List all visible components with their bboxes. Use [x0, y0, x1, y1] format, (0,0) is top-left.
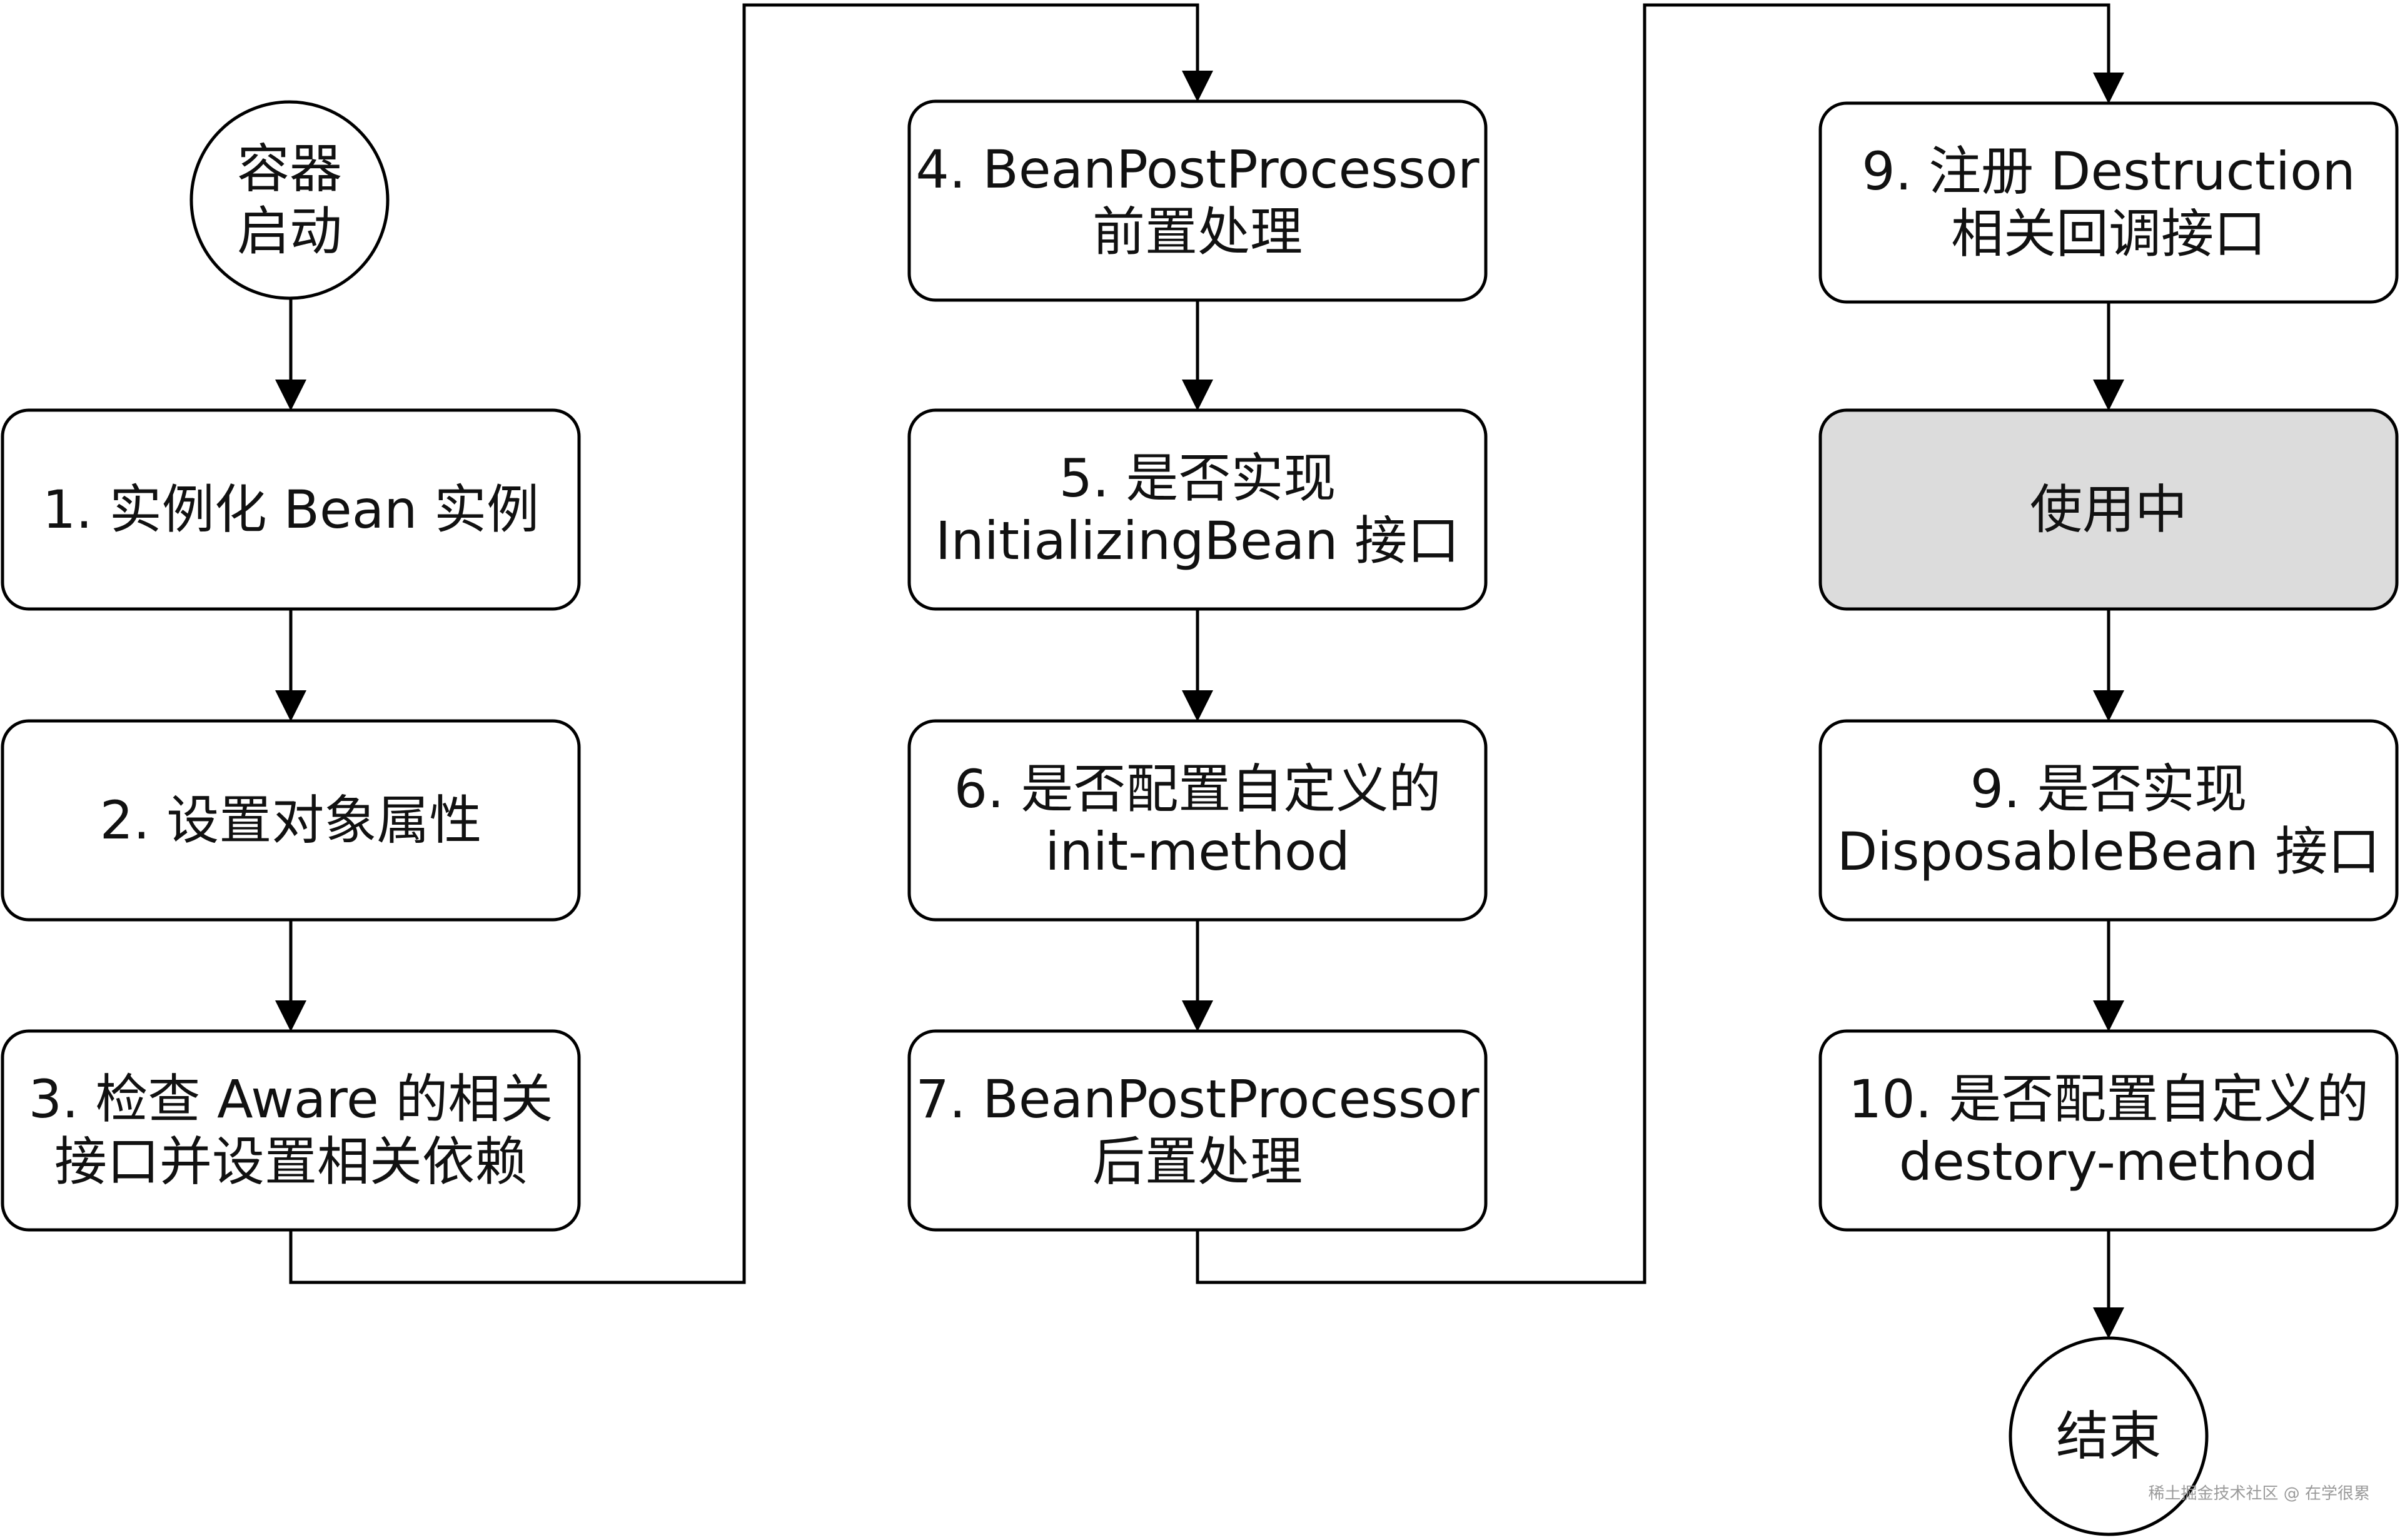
step-6-box [907, 719, 1488, 922]
step-3-label-line-1: 3. 检查 Aware 的相关 [29, 1069, 553, 1130]
step-9a-box [1818, 101, 2399, 304]
step-9b-box [1818, 719, 2399, 922]
step-4-box [907, 99, 1488, 302]
step-1-label-line-1: 1. 实例化 Bean 实例 [43, 479, 539, 540]
end-node-label-line-1: 结束 [2056, 1406, 2161, 1467]
step-9a-label-line-1: 9. 注册 Destruction [1862, 141, 2355, 202]
process-box-in-use: 使用中 [1818, 408, 2399, 611]
step-10-label-line-2: destory-method [1899, 1131, 2319, 1192]
connector-step-7-to-step-9a [1196, 3, 2124, 1284]
step-2-label-line-1: 2. 设置对象属性 [100, 790, 482, 851]
step-9a-label-line-2: 相关回调接口 [1951, 203, 2266, 264]
start-node-label-line-1: 容器 [237, 138, 342, 199]
connector-step-3-to-step-4 [289, 3, 1213, 1284]
process-box-step-2: 2. 设置对象属性 [1, 719, 581, 922]
process-box-step-1: 1. 实例化 Bean 实例 [1, 408, 581, 611]
step-10-box [1818, 1029, 2399, 1232]
in-use-box [1818, 408, 2399, 611]
step-9b-label-line-1: 9. 是否实现 [1970, 758, 2247, 820]
step-2-box [1, 719, 581, 922]
step-4-label-line-2: 前置处理 [1092, 201, 1303, 263]
step-3-box [1, 1029, 581, 1232]
step-9b-label-line-2: DisposableBean 接口 [1837, 821, 2381, 882]
step-5-label-line-1: 5. 是否实现 [1059, 448, 1336, 509]
step-10-label-line-1: 10. 是否配置自定义的 [1848, 1069, 2369, 1130]
step-7-label-line-1: 7. BeanPostProcessor [915, 1069, 1480, 1130]
step-1-box [1, 408, 581, 611]
end-node: 结束 [2009, 1336, 2209, 1536]
step-5-box [907, 408, 1488, 611]
flow-connectors [275, 3, 2124, 1339]
watermark-text: 稀土掘金技术社区 @ 在学很累 [2148, 1484, 2370, 1503]
step-5-label-line-2: InitializingBean 接口 [935, 510, 1460, 571]
in-use-label-line-1: 使用中 [2030, 479, 2187, 540]
step-7-label-line-2: 后置处理 [1092, 1131, 1303, 1192]
step-6-label-line-1: 6. 是否配置自定义的 [954, 758, 1441, 820]
step-4-label-line-1: 4. BeanPostProcessor [915, 139, 1480, 200]
start-node-label-line-2: 启动 [237, 201, 342, 262]
start-circle [189, 100, 390, 300]
step-6-label-line-2: init-method [1045, 821, 1350, 882]
end-circle [2009, 1336, 2209, 1536]
step-7-box [907, 1029, 1488, 1232]
step-3-label-line-2: 接口并设置相关依赖 [54, 1131, 527, 1192]
